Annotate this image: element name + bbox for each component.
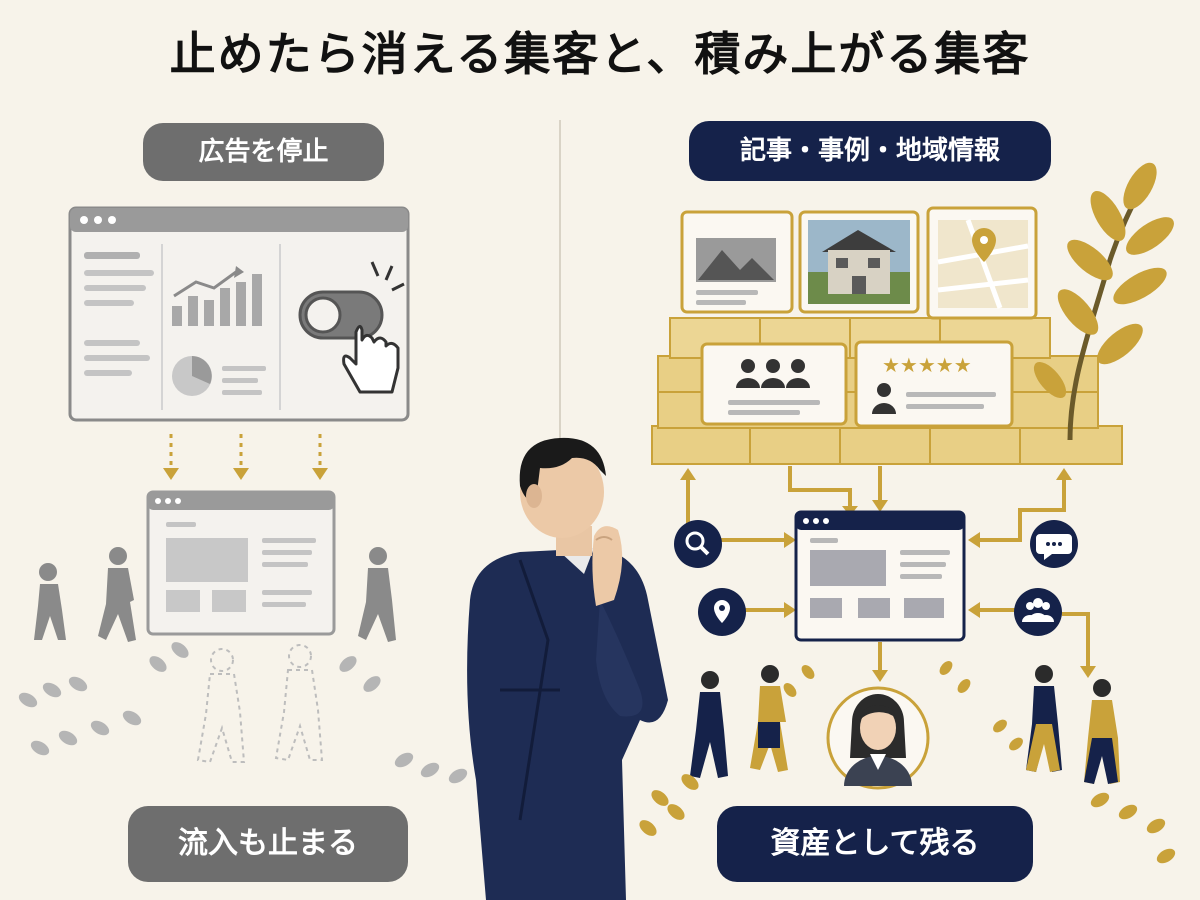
user-icon: [872, 383, 896, 414]
house-photo-icon: [808, 220, 910, 304]
group-icon: [1014, 588, 1062, 636]
star-rating-icon: ★★★★★: [882, 353, 972, 377]
businessman-thinking: [467, 437, 668, 900]
ghost-walkers: [196, 644, 324, 764]
toggle-icon: [298, 290, 384, 340]
review-card: ★★★★★: [854, 340, 1014, 428]
walkers-right: [690, 665, 1120, 784]
label-content-assets: 記事・事例・地域情報: [689, 121, 1051, 181]
site-browser-window: [794, 510, 966, 642]
gray-footprints: [18, 642, 468, 784]
chat-icon: [1030, 520, 1078, 568]
dotted-arrows-left: [169, 434, 322, 468]
label-traffic-stops: 流入も止まる: [128, 806, 408, 882]
case-study-card: [798, 210, 920, 314]
customer-avatar: [826, 686, 930, 790]
map-pin-icon: [698, 588, 746, 636]
ad-browser-window: [68, 206, 410, 422]
plant-icon: [1033, 162, 1174, 441]
bar-chart-icon: [172, 266, 262, 326]
hand-pointer-icon: [342, 325, 400, 394]
search-icon: [674, 520, 722, 568]
gray-walkers: [34, 547, 396, 642]
map-icon: [937, 219, 1029, 309]
people-icon: [736, 359, 810, 388]
article-card: [680, 210, 794, 314]
community-card: [700, 342, 848, 426]
gold-arrows: [686, 466, 1090, 670]
main-title: 止めたら消える集客と、積み上がる集客: [169, 27, 1031, 81]
gold-footprints: [639, 661, 1176, 864]
small-browser-window-faded: [146, 490, 336, 636]
pie-chart-icon: [172, 356, 266, 396]
image-icon: [696, 238, 776, 282]
label-ad-stopped: 広告を停止: [143, 123, 384, 181]
svg-text:★★★★★: ★★★★★: [882, 353, 972, 377]
local-info-card: [926, 206, 1038, 320]
label-remains-as-asset: 資産として残る: [717, 806, 1033, 882]
